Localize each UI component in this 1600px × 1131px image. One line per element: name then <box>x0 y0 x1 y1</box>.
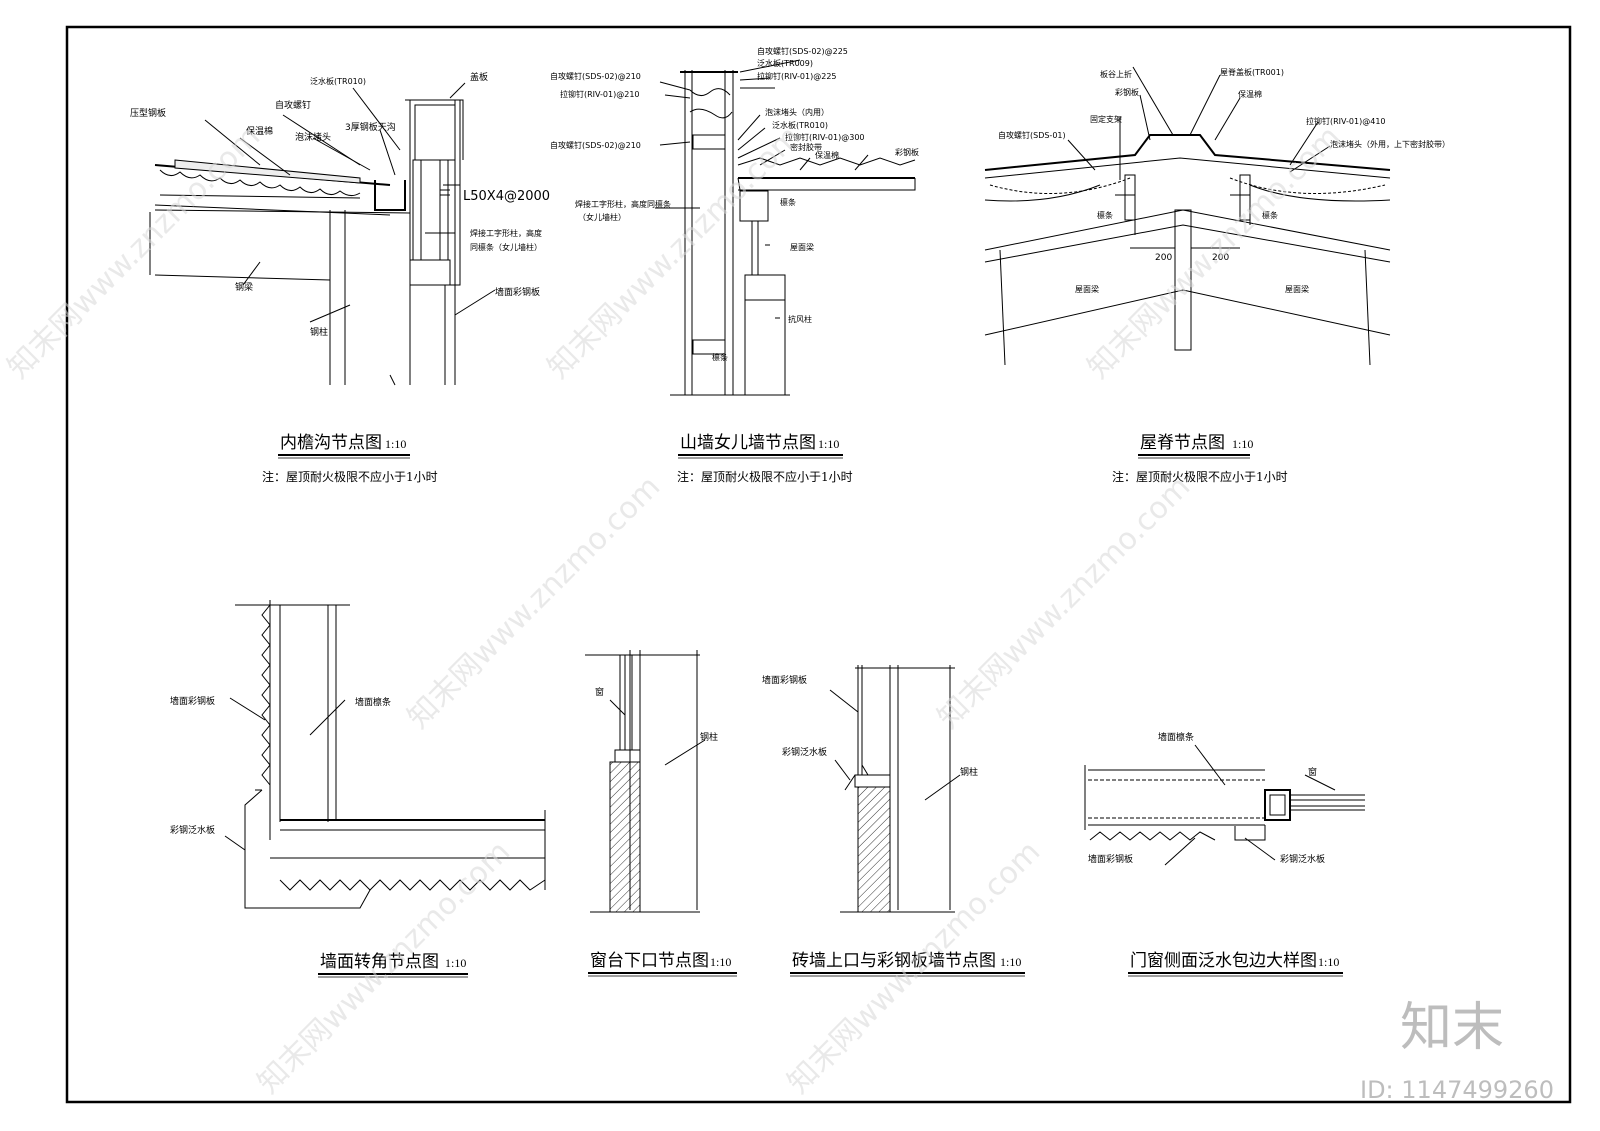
lbl-d1-6: 盖板 <box>470 71 488 83</box>
lbl-d2-4: 拉铆钉(RIV-01)@210 <box>560 89 640 99</box>
lbl-d2-5: 自攻螺钉(SDS-02)@210 <box>550 140 641 150</box>
lbl-d2-7: 泛水板(TR010) <box>772 120 828 130</box>
lbl-d3-10: 200 <box>1155 253 1172 263</box>
lbl-d7-3: 彩钢泛水板 <box>1280 853 1325 865</box>
lbl-d3-8: 檩条 <box>1097 210 1113 220</box>
lbl-d3-9: 檩条 <box>1262 210 1278 220</box>
lbl-d7-1: 窗 <box>1308 766 1317 778</box>
lbl-d1-0: 压型钢板 <box>130 107 166 119</box>
lbl-d1-12: 墙面彩钢板 <box>495 286 540 298</box>
title-d2: 山墙女儿墙节点图 <box>680 433 816 453</box>
lbl-d3-4: 固定支架 <box>1090 114 1122 124</box>
detail-brick-top: 墙面彩钢板 彩钢泛水板 钢柱 砖墙上口与彩钢板墙节点图 1:10 <box>762 665 1025 977</box>
lbl-d2-15: 屋面梁 <box>790 243 814 252</box>
scale-d3: 1:10 <box>1232 437 1253 451</box>
watermark-text: 知末网www.znzmo.com <box>251 834 517 1100</box>
lbl-d2-11: 彩钢板 <box>895 147 919 157</box>
lbl-d3-1: 屋脊盖板(TR001) <box>1220 67 1284 77</box>
title-d3: 屋脊节点图 <box>1140 433 1225 453</box>
lbl-d4-2: 彩钢泛水板 <box>170 824 215 836</box>
scale-d5: 1:10 <box>710 955 731 969</box>
lbl-d7-0: 墙面檩条 <box>1158 731 1194 743</box>
note-d1: 注：屋顶耐火极限不应小于1小时 <box>262 469 438 484</box>
lbl-d4-1: 墙面檩条 <box>355 696 391 708</box>
lbl-d1-5: 3厚钢板天沟 <box>345 121 396 133</box>
watermark-text: 知末网www.znzmo.com <box>1 119 267 385</box>
title-d5: 窗台下口节点图 <box>590 951 709 971</box>
lbl-d2-0: 自攻螺钉(SDS-02)@225 <box>757 46 848 56</box>
title-d4: 墙面转角节点图 <box>320 952 439 972</box>
scale-d1: 1:10 <box>385 437 406 451</box>
lbl-d2-16: 抗风柱 <box>788 314 812 324</box>
detail-window-sill: 窗 钢柱 窗台下口节点图 1:10 <box>585 650 737 977</box>
scale-d6: 1:10 <box>1000 955 1021 969</box>
lbl-d6-0: 墙面彩钢板 <box>762 674 807 686</box>
watermark-text: 知末网www.znzmo.com <box>1081 119 1347 385</box>
lbl-d3-0: 板谷上折 <box>1100 69 1132 79</box>
watermark-text: 知末网www.znzmo.com <box>401 469 667 735</box>
lbl-d2-3: 自攻螺钉(SDS-02)@210 <box>550 71 641 81</box>
lbl-d1-2: 自攻螺钉 <box>275 99 311 111</box>
watermark-text: 知末网www.znzmo.com <box>541 119 807 385</box>
lbl-d1-11: 钢柱 <box>310 326 328 338</box>
sheet-border <box>65 25 1572 1104</box>
lbl-d1-8: 焊接工字形柱，高度 <box>470 228 542 238</box>
title-d1: 内檐沟节点图 <box>280 433 382 453</box>
lbl-d3-5: 自攻螺钉(SDS-01) <box>998 130 1066 140</box>
lbl-d1-10: 钢梁 <box>235 281 253 293</box>
lbl-d2-14: 檩条 <box>780 197 796 207</box>
lbl-d2-1: 泛水板(TR009) <box>757 58 813 68</box>
title-d6: 砖墙上口与彩钢板墙节点图 <box>792 951 996 971</box>
detail-side-flashing: 墙面檩条 窗 墙面彩钢板 彩钢泛水板 门窗侧面泛水包边大样图 1:10 <box>1084 731 1365 977</box>
note-d3: 注：屋顶耐火极限不应小于1小时 <box>1112 469 1288 484</box>
note-d2: 注：屋顶耐火极限不应小于1小时 <box>677 469 853 484</box>
lbl-d2-6: 泡沫堵头（内用） <box>765 107 829 117</box>
lbl-d3-2: 彩钢板 <box>1115 87 1139 97</box>
detail-wall-corner: 墙面彩钢板 墙面檩条 彩钢泛水板 墙面转角节点图 1:10 <box>170 600 546 978</box>
title-d7: 门窗侧面泛水包边大样图 <box>1130 951 1317 971</box>
lbl-d7-2: 墙面彩钢板 <box>1088 853 1133 865</box>
lbl-d1-9: 同檩条（女儿墙柱） <box>470 242 542 252</box>
scale-d2: 1:10 <box>818 437 839 451</box>
detail-eaves-gutter: 压型钢板 保温棉 自攻螺钉 泛水板(TR010) 泡沫堵头 3厚钢板天沟 盖板 … <box>130 71 550 484</box>
detail-ridge: 板谷上折 屋脊盖板(TR001) 彩钢板 保温棉 固定支架 自攻螺钉(SDS-0… <box>984 66 1450 484</box>
lbl-d2-17: 檩条 <box>712 352 728 362</box>
lbl-d6-1: 彩钢泛水板 <box>782 746 827 758</box>
lbl-d1-4: 泡沫堵头 <box>295 131 331 143</box>
lbl-d2-9: 密封胶带 <box>790 142 822 152</box>
lbl-d3-7: 泡沫堵头（外用，上下密封胶带） <box>1330 139 1450 149</box>
scale-d7: 1:10 <box>1318 955 1339 969</box>
lbl-d2-2: 拉铆钉(RIV-01)@225 <box>757 71 837 81</box>
watermark-text: 知末网www.znzmo.com <box>931 469 1197 735</box>
lbl-d2-10: 保温棉 <box>815 150 839 160</box>
lbl-d1-7: L50X4@2000 <box>463 189 550 204</box>
lbl-d6-2: 钢柱 <box>960 766 978 778</box>
lbl-d3-12: 屋面梁 <box>1075 285 1099 294</box>
detail-gable-parapet: 自攻螺钉(SDS-02)@225 泛水板(TR009) 拉铆钉(RIV-01)@… <box>550 46 919 484</box>
lbl-d5-0: 窗 <box>595 686 604 698</box>
lbl-d5-1: 钢柱 <box>700 731 718 743</box>
lbl-d3-3: 保温棉 <box>1238 89 1262 99</box>
lbl-d3-11: 200 <box>1212 253 1229 263</box>
lbl-d1-3: 泛水板(TR010) <box>310 76 366 86</box>
scale-d4: 1:10 <box>445 956 466 970</box>
lbl-d3-13: 屋面梁 <box>1285 285 1309 294</box>
lbl-d2-8: 拉铆钉(RIV-01)@300 <box>785 132 865 142</box>
brand-logo-text: 知末 <box>1400 998 1504 1058</box>
lbl-d2-12: 焊接工字形柱，高度同檩条 <box>575 199 671 209</box>
drawing-id: ID: 1147499260 <box>1360 1076 1554 1104</box>
lbl-d4-0: 墙面彩钢板 <box>170 695 215 707</box>
lbl-d1-1: 保温棉 <box>246 125 273 137</box>
lbl-d3-6: 拉铆钉(RIV-01)@410 <box>1306 116 1386 126</box>
lbl-d2-13: （女儿墙柱） <box>578 212 626 222</box>
